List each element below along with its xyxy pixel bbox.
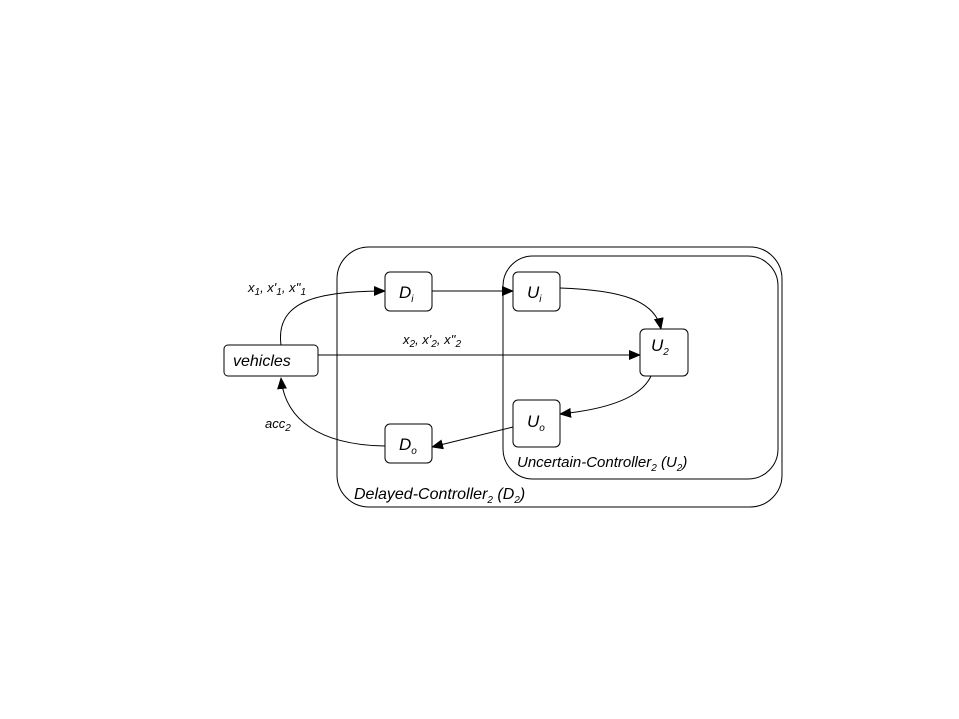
edge-do-to-vehicles [277, 377, 386, 447]
uncertain-controller-label: Uncertain-Controller2 (U2) [517, 454, 687, 474]
delayed-controller-container [336, 246, 783, 508]
node-u2: U2 [639, 328, 689, 377]
delayed-controller-label: Delayed-Controller2 (D2) [354, 486, 525, 506]
edge-vehicles-to-di [280, 286, 386, 346]
node-u2-label: U2 [651, 336, 669, 358]
uncertain-controller-container [502, 255, 779, 480]
edge-label-x1: x1, x'1, x''1 [247, 280, 306, 298]
node-di-label: Di [399, 283, 414, 305]
node-uo-label: Uo [527, 412, 545, 434]
node-di: Di [384, 271, 433, 312]
node-ui: Ui [512, 271, 561, 312]
node-vehicles: vehicles [223, 344, 319, 377]
edge-label-acc: acc2 [265, 416, 291, 434]
node-ui-label: Ui [527, 283, 542, 305]
edge-u2-to-uo [559, 375, 652, 418]
node-do: Do [384, 423, 433, 464]
edge-label-x2: x2, x'2, x''2 [402, 332, 462, 350]
node-do-label: Do [399, 435, 417, 457]
edge-uo-to-do [431, 426, 514, 450]
node-vehicles-label: vehicles [233, 353, 291, 370]
node-uo: Uo [512, 399, 561, 448]
edge-ui-to-u2 [559, 287, 664, 330]
